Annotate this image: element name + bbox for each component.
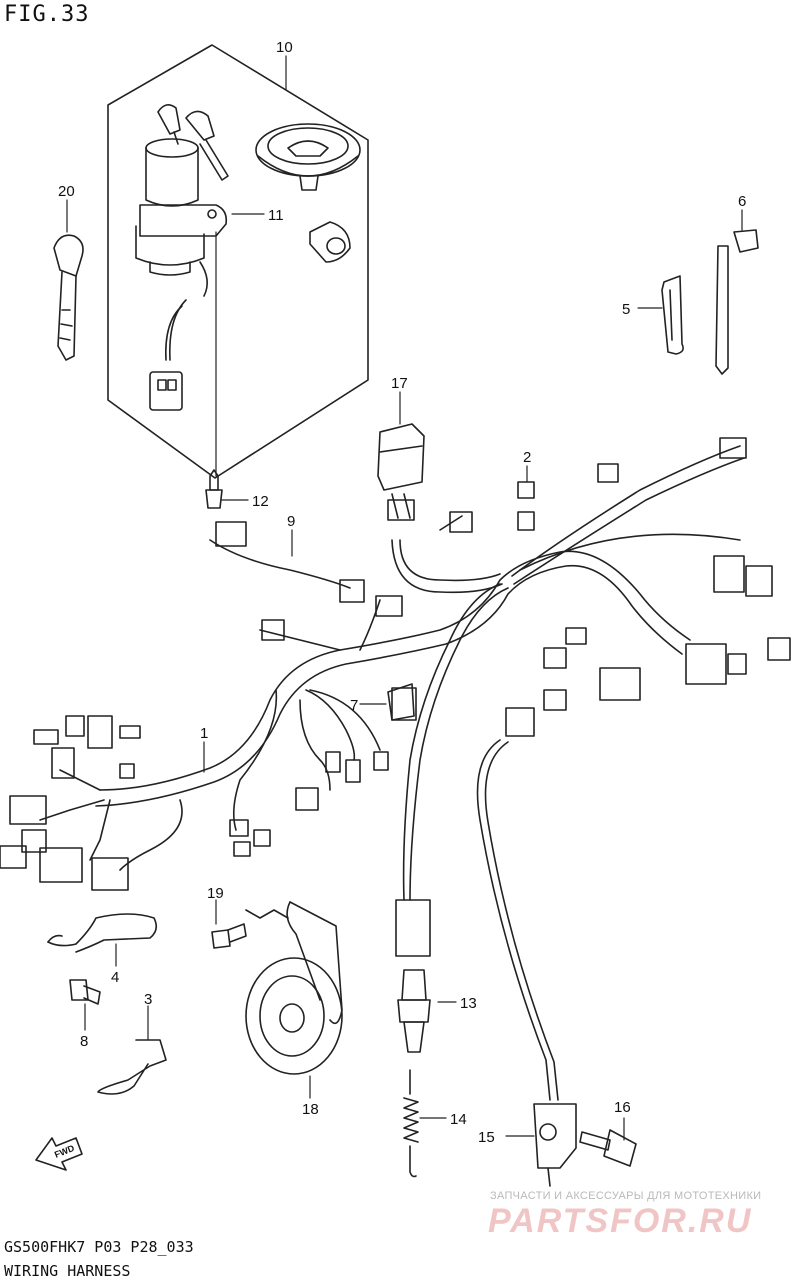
main-harness	[95, 445, 745, 901]
ignition-set-outline	[107, 44, 369, 479]
callout-6: 6	[738, 193, 746, 210]
left-branches	[39, 539, 381, 871]
clamp	[661, 275, 684, 355]
callout-1: 1	[200, 725, 208, 742]
callout-labels: 10 11 20 6 5 17 2 12 9 7 1 19 4 3 13 8 1…	[58, 39, 746, 1146]
callout-3: 3	[144, 991, 152, 1008]
callout-5: 5	[622, 301, 630, 318]
leader-lines	[66, 55, 743, 1141]
cable-tie	[715, 229, 759, 375]
callout-2: 2	[523, 449, 531, 466]
figure-code: GS500FHK7 P03 P28_033	[4, 1238, 194, 1256]
holder	[387, 683, 415, 721]
callout-12: 12	[252, 493, 269, 510]
callout-20: 20	[58, 183, 75, 200]
callout-13: 13	[460, 995, 477, 1012]
callout-7: 7	[350, 697, 358, 714]
switch-wire	[476, 739, 551, 1101]
spring	[403, 1069, 419, 1178]
callout-4: 4	[111, 969, 119, 986]
figure-name: WIRING HARNESS	[4, 1262, 131, 1280]
lock-cylinder	[309, 221, 351, 263]
bracket-bolt	[69, 979, 101, 1005]
callout-14: 14	[450, 1111, 467, 1128]
brake-switch	[395, 899, 431, 1053]
callout-11: 11	[268, 207, 284, 224]
left-connectors	[0, 521, 403, 891]
fwd-arrow-icon	[35, 1137, 83, 1171]
right-connectors	[391, 437, 791, 737]
callout-15: 15	[478, 1129, 495, 1146]
screw	[205, 469, 223, 509]
spare-key	[53, 234, 84, 361]
callout-10: 10	[276, 39, 293, 56]
figure-title: FIG.33	[4, 2, 90, 27]
relay	[377, 423, 425, 521]
callout-17: 17	[391, 375, 408, 392]
bolt	[579, 1129, 637, 1167]
side-stand-switch	[533, 1103, 577, 1187]
clip	[97, 1039, 167, 1095]
callout-16: 16	[614, 1099, 631, 1116]
horn-bolt	[211, 923, 247, 949]
callout-8: 8	[80, 1033, 88, 1050]
callout-19: 19	[207, 885, 224, 902]
horn	[245, 901, 343, 1075]
watermark-tagline: ЗАПЧАСТИ И АКСЕССУАРЫ ДЛЯ МОТОТЕХНИКИ	[490, 1190, 762, 1202]
callout-9: 9	[287, 513, 295, 530]
ignition-switch	[135, 104, 229, 411]
watermark-brand: PARTSFOR.RU	[488, 1202, 753, 1240]
bracket	[47, 913, 158, 953]
callout-18: 18	[302, 1101, 319, 1118]
fuel-cap	[255, 123, 361, 191]
